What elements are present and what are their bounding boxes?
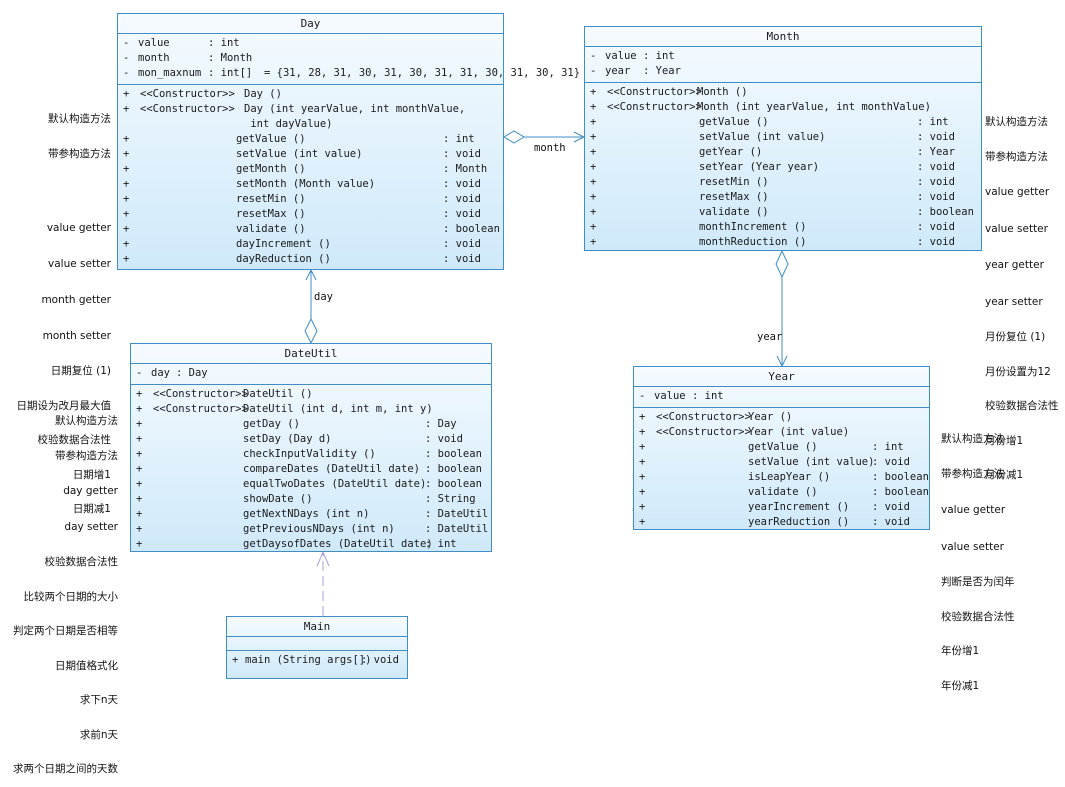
- operation-row: +dayReduction (): void: [123, 253, 481, 265]
- operation-row: +getDay (): Day: [136, 418, 457, 430]
- day-notes: 默认构造方法 带参构造方法 value getter value setter …: [16, 113, 112, 515]
- dateutil-notes: 默认构造方法 带参构造方法 day getter day setter 校验数据…: [13, 415, 118, 775]
- operation-row: +getMonth (): Month: [123, 163, 488, 175]
- class-name: DateUtil: [131, 344, 491, 364]
- operation-row: +getValue (): int: [590, 116, 949, 128]
- operation-row: +<<Constructor>>Month (): [590, 86, 748, 98]
- operation-row: +getYear (): Year: [590, 146, 955, 158]
- operation-row: +checkInputValidity (): boolean: [136, 448, 482, 460]
- attribute-compartment: [227, 637, 407, 651]
- operation-row: +setValue (int value): void: [639, 456, 910, 468]
- operation-row: +getNextNDays (int n): DateUtil: [136, 508, 489, 520]
- attribute-row: -value: int: [590, 50, 675, 62]
- association-label-day: day: [314, 291, 333, 303]
- operation-row: +validate (): boolean: [123, 223, 500, 235]
- attribute-compartment: -value: int: [634, 387, 929, 408]
- operation-row: +showDate (): String: [136, 493, 476, 505]
- class-month[interactable]: Month -value: int -year: Year +<<Constru…: [584, 26, 982, 251]
- operation-row: +<<Constructor>>Year (int value): [639, 426, 850, 438]
- operation-row: +main (String args[]): void: [232, 654, 399, 666]
- attribute-row: -value: int: [639, 390, 724, 402]
- operation-row: +resetMax (): void: [123, 208, 481, 220]
- operation-row: +setYear (Year year): void: [590, 161, 955, 173]
- operation-row: +<<Constructor>>Day (): [123, 88, 282, 100]
- operation-compartment: +<<Constructor>>Year () +<<Constructor>>…: [634, 408, 929, 532]
- operation-row: +<<Constructor>>DateUtil (): [136, 388, 313, 400]
- operation-row: +<<Constructor>>Month (int yearValue, in…: [590, 101, 931, 113]
- operation-compartment: +main (String args[]): void: [227, 651, 407, 670]
- operation-row: +getDaysofDates (DateUtil date): int: [136, 538, 457, 550]
- aggregation-diamond-icon: [304, 317, 318, 345]
- operation-row: +getPreviousNDays (int n): DateUtil: [136, 523, 489, 535]
- operation-row: +resetMin (): void: [123, 193, 481, 205]
- operation-row: +getValue (): int: [123, 133, 475, 145]
- operation-row: +setValue (int value): void: [590, 131, 955, 143]
- operation-row: +resetMin (): void: [590, 176, 955, 188]
- operation-row: +yearReduction (): void: [639, 516, 910, 528]
- arrowhead-icon: [305, 268, 317, 281]
- operation-row: +monthIncrement (): void: [590, 221, 955, 233]
- attribute-row: - month : Month: [123, 52, 253, 64]
- association-label-year: year: [757, 331, 783, 343]
- operation-row: +<<Constructor>>Day (int yearValue, int …: [123, 103, 466, 130]
- dateutil-day-association: [304, 268, 318, 345]
- operation-row: +isLeapYear (): boolean: [639, 471, 929, 483]
- attribute-compartment: - value : int - month : Month - mon_maxn…: [118, 34, 581, 85]
- operation-row: +setValue (int value): void: [123, 148, 481, 160]
- operation-row: +yearIncrement (): void: [639, 501, 910, 513]
- class-day[interactable]: Day - value : int - month : Month - mon_…: [117, 13, 581, 270]
- operation-row: +validate (): boolean: [590, 206, 974, 218]
- operation-row: +compareDates (DateUtil date): boolean: [136, 463, 482, 475]
- attribute-row: - mon_maxnum : int[] = {31, 28, 31, 30, …: [123, 67, 581, 79]
- operation-row: +equalTwoDates (DateUtil date): boolean: [136, 478, 482, 490]
- month-notes: 默认构造方法 带参构造方法 value getter value setter …: [985, 116, 1059, 481]
- operation-row: +resetMax (): void: [590, 191, 955, 203]
- operation-row: +<<Constructor>>DateUtil (int d, int m, …: [136, 403, 433, 415]
- attribute-compartment: -day: Day: [131, 364, 491, 385]
- class-name: Main: [227, 617, 407, 637]
- operation-row: +setDay (Day d): void: [136, 433, 463, 445]
- aggregation-diamond-icon: [775, 249, 789, 279]
- day-month-association: [503, 130, 586, 144]
- attribute-row: -year: Year: [590, 65, 681, 77]
- class-name: Day: [118, 14, 503, 34]
- attribute-compartment: -value: int -year: Year: [585, 47, 981, 83]
- dependency-arrowhead-icon: [316, 550, 330, 567]
- operation-row: +monthReduction (): void: [590, 236, 955, 248]
- association-label-month: month: [534, 142, 566, 154]
- operation-compartment: +<<Constructor>>DateUtil () +<<Construct…: [131, 385, 491, 554]
- year-notes: 默认构造方法 带参构造方法 value getter value setter …: [941, 433, 1015, 692]
- operation-row: +getValue (): int: [639, 441, 904, 453]
- main-dateutil-dependency: [316, 550, 330, 616]
- operation-row: +setMonth (Month value): void: [123, 178, 481, 190]
- month-year-association: [775, 249, 789, 368]
- operation-row: +dayIncrement (): void: [123, 238, 481, 250]
- class-name: Month: [585, 27, 981, 47]
- class-year[interactable]: Year -value: int +<<Constructor>>Year ()…: [633, 366, 930, 530]
- operation-compartment: +<<Constructor>>Day () +<<Constructor>>D…: [118, 85, 503, 269]
- class-main[interactable]: Main +main (String args[]): void: [226, 616, 408, 679]
- class-name: Year: [634, 367, 929, 387]
- attribute-row: -day: Day: [136, 367, 208, 379]
- operation-row: +validate (): boolean: [639, 486, 929, 498]
- aggregation-diamond-icon: [503, 130, 525, 144]
- operation-compartment: +<<Constructor>>Month () +<<Constructor>…: [585, 83, 981, 252]
- class-dateutil[interactable]: DateUtil -day: Day +<<Constructor>>DateU…: [130, 343, 492, 552]
- attribute-row: - value : int: [123, 37, 240, 49]
- operation-row: +<<Constructor>>Year (): [639, 411, 793, 423]
